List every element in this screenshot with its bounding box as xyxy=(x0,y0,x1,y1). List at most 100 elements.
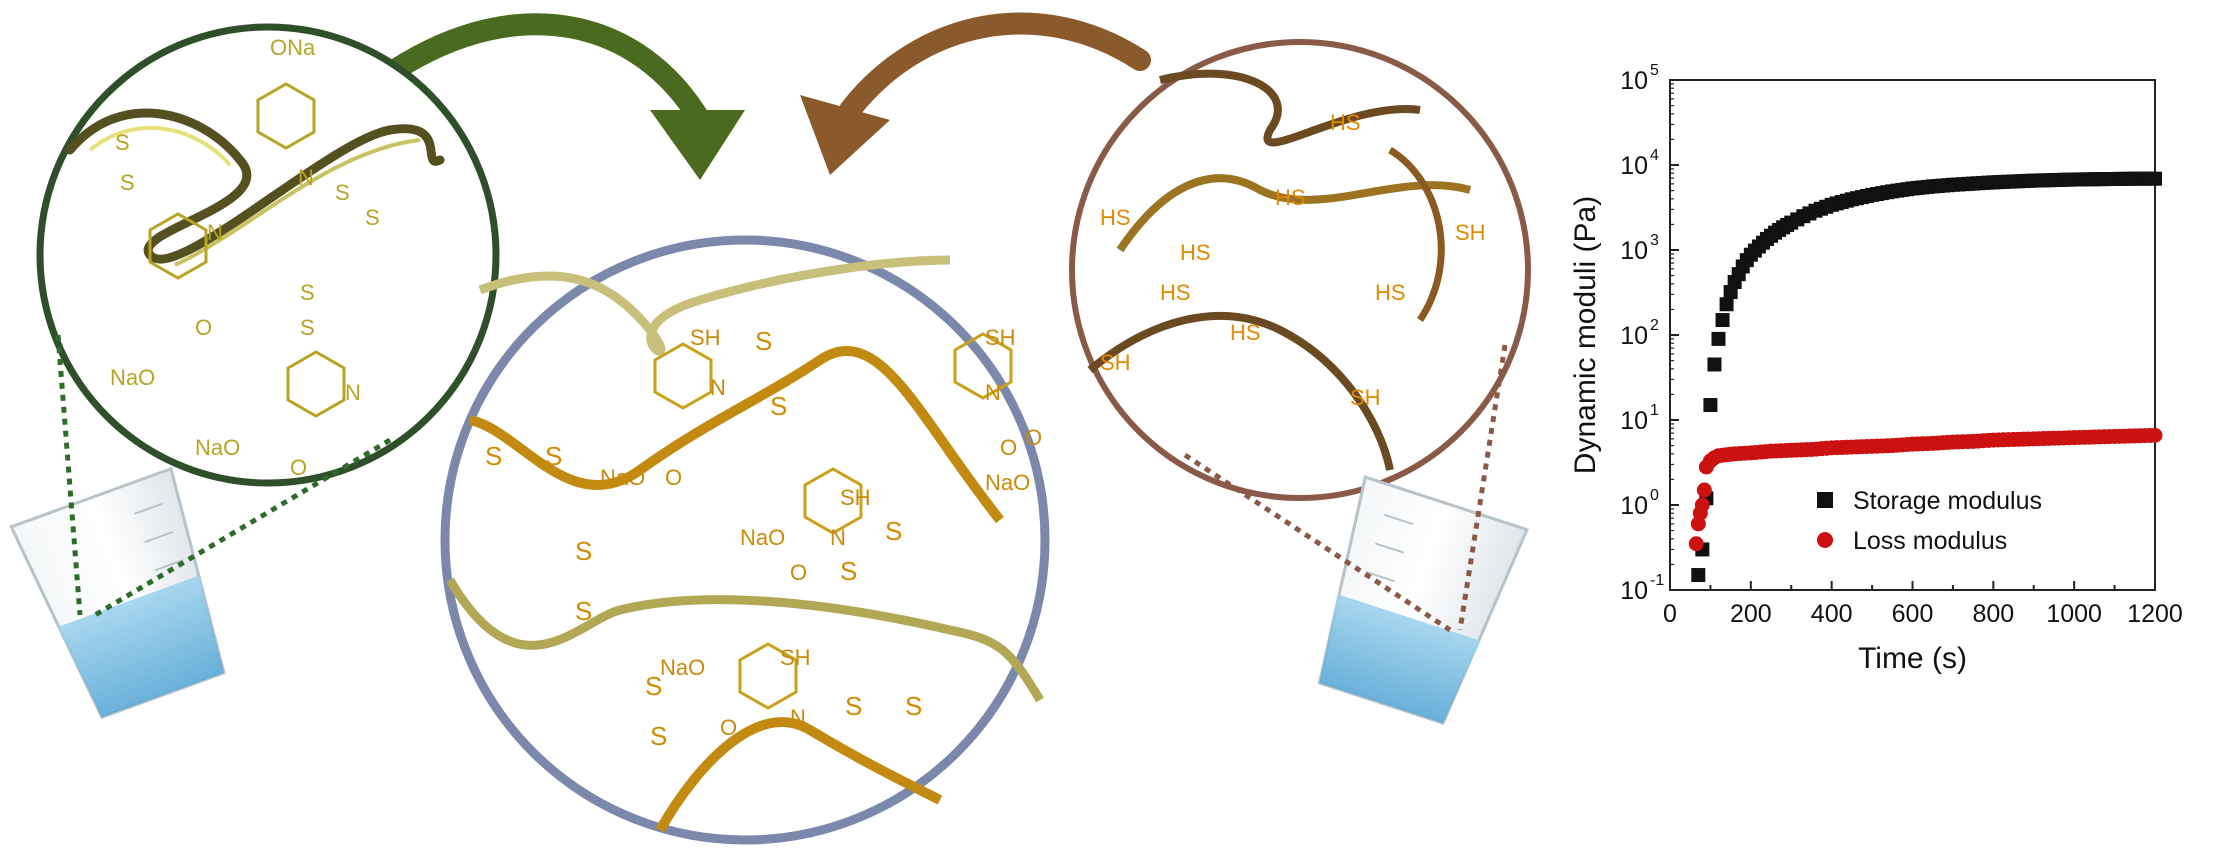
x-tick-label: 200 xyxy=(1730,600,1772,628)
legend-label: Loss modulus xyxy=(1853,527,2007,555)
center-label-3: S xyxy=(485,441,502,471)
center-label-20: NaO xyxy=(740,525,785,550)
left-label-0: ONa xyxy=(270,35,316,60)
left-label-1: S xyxy=(335,180,350,205)
center-label-19: O xyxy=(790,560,807,585)
left-label-10: S xyxy=(300,315,315,340)
right-label-4: HS xyxy=(1180,240,1211,265)
y-tick-exponent: 0 xyxy=(1650,487,1659,504)
center-label-7: O xyxy=(665,465,682,490)
y-axis-label: Dynamic moduli (Pa) xyxy=(1569,196,1602,474)
x-tick-label: 0 xyxy=(1663,600,1677,628)
legend-marker-loss xyxy=(1817,532,1833,548)
center-label-15: S xyxy=(885,516,902,546)
y-tick-base: 10 xyxy=(1620,152,1648,180)
legend-marker-storage xyxy=(1817,492,1833,508)
loss-modulus-point xyxy=(1688,536,1704,552)
brown-arrow xyxy=(839,12,1151,121)
center-label-16: S xyxy=(840,556,857,586)
green-arrowhead xyxy=(650,110,745,180)
right-label-6: HS xyxy=(1375,280,1406,305)
left-label-2: S xyxy=(365,205,380,230)
right-label-3: SH xyxy=(1455,220,1486,245)
y-tick-exponent: 1 xyxy=(1650,402,1659,419)
y-tick-base: 10 xyxy=(1620,322,1648,350)
storage-modulus-point xyxy=(1691,568,1706,583)
y-tick-exponent: 5 xyxy=(1650,62,1659,79)
x-tick-label: 1000 xyxy=(2046,600,2102,628)
y-tick-exponent: 4 xyxy=(1650,147,1659,164)
center-label-1: S xyxy=(755,326,772,356)
left-label-4: S xyxy=(115,130,130,155)
center-label-24: S xyxy=(905,691,922,721)
left-label-11: N xyxy=(345,380,361,405)
center-label-11: NaO xyxy=(985,470,1030,495)
storage-modulus-point xyxy=(1715,313,1730,328)
storage-modulus-point xyxy=(1802,206,1817,221)
right-circle: HS HS HS SH HS HS HS SH HS SH xyxy=(1069,39,1531,501)
y-tick-base: 10 xyxy=(1620,407,1648,435)
right-label-5: HS xyxy=(1160,280,1191,305)
left-label-5: S xyxy=(120,170,135,195)
brown-arrowhead xyxy=(800,95,890,175)
x-tick-label: 800 xyxy=(1972,600,2014,628)
center-label-18: N xyxy=(830,525,846,550)
right-label-0: HS xyxy=(1330,110,1361,135)
left-label-7: NaO xyxy=(110,365,155,390)
x-tick-label: 400 xyxy=(1811,600,1853,628)
storage-modulus-point xyxy=(1707,357,1722,372)
y-tick-base: 10 xyxy=(1620,492,1648,520)
right-label-8: HS xyxy=(1230,320,1261,345)
center-label-26: N xyxy=(790,705,806,730)
left-zoom-line-2 xyxy=(93,437,392,618)
y-tick-exponent: 2 xyxy=(1650,317,1659,334)
x-axis-label: Time (s) xyxy=(1858,642,1967,675)
right-label-1: HS xyxy=(1100,205,1131,230)
center-label-14: S xyxy=(575,596,592,626)
center-label-27: O xyxy=(720,715,737,740)
loss-modulus-point xyxy=(2142,427,2158,443)
left-label-13: O xyxy=(290,455,307,480)
left-label-12: NaO xyxy=(195,435,240,460)
center-circle: SH S S S S N NaO O SH N O NaO O S S S S … xyxy=(440,235,1050,845)
loss-modulus-point xyxy=(1694,497,1710,513)
center-label-5: N xyxy=(710,375,726,400)
storage-modulus-point xyxy=(1711,331,1726,346)
center-label-9: N xyxy=(985,380,1001,405)
center-label-21: S xyxy=(645,671,662,701)
right-label-7: SH xyxy=(1100,350,1131,375)
right-label-9: SH xyxy=(1350,385,1381,410)
y-tick-exponent: 3 xyxy=(1650,232,1659,249)
y-tick-base: 10 xyxy=(1620,237,1648,265)
center-label-17: SH xyxy=(840,485,871,510)
right-zoom-line-1 xyxy=(1183,452,1452,633)
center-label-22: S xyxy=(650,721,667,751)
y-tick-exponent: -1 xyxy=(1650,572,1664,589)
green-arrow xyxy=(384,13,711,131)
left-label-9: S xyxy=(300,280,315,305)
x-tick-label: 600 xyxy=(1892,600,1934,628)
storage-modulus-point xyxy=(1790,212,1805,227)
center-label-2: S xyxy=(770,391,787,421)
center-label-23: S xyxy=(845,691,862,721)
left-circle: ONa S S N S S N NaO O S S N NaO O xyxy=(36,23,500,487)
center-label-13: S xyxy=(575,536,592,566)
center-label-10: O xyxy=(1025,425,1042,450)
hydrogel-illustration: ONa S S N S S N NaO O S S N NaO O xyxy=(9,12,1531,845)
left-label-8: O xyxy=(195,315,212,340)
center-label-0: SH xyxy=(690,325,721,350)
x-tick-label: 1200 xyxy=(2127,600,2183,628)
center-label-28: NaO xyxy=(660,655,705,680)
center-label-4: S xyxy=(545,441,562,471)
right-beaker-icon xyxy=(1317,475,1530,726)
center-label-6: NaO xyxy=(600,465,645,490)
storage-modulus-point xyxy=(1703,398,1718,413)
legend-label: Storage modulus xyxy=(1853,487,2042,515)
loss-modulus-point xyxy=(1696,482,1712,498)
center-label-12: O xyxy=(1000,435,1017,460)
left-beaker-icon xyxy=(9,466,226,720)
right-zoom-line-2 xyxy=(1457,344,1508,631)
storage-modulus-point xyxy=(2142,171,2157,186)
